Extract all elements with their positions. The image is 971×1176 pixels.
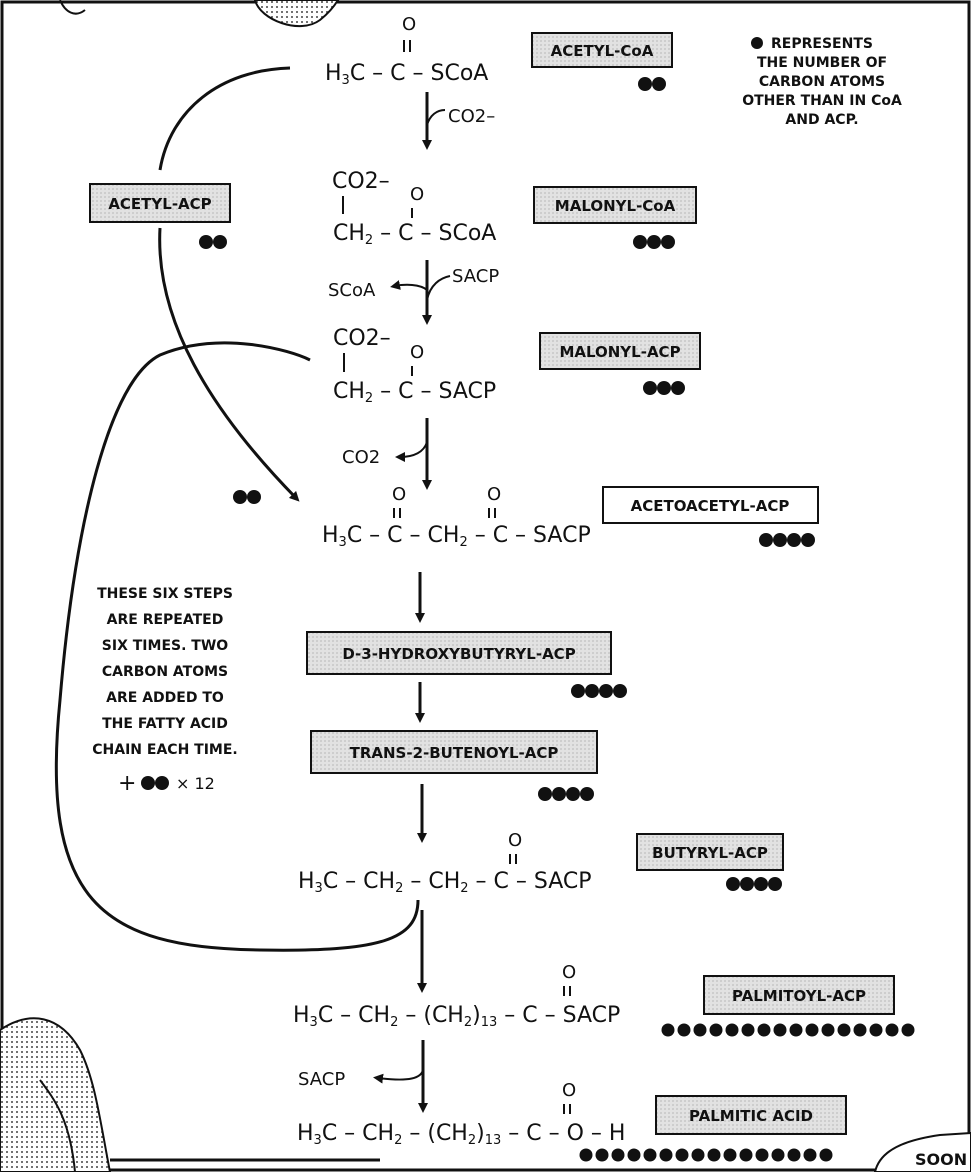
arrow-step-1: CO2–	[422, 92, 495, 150]
malonyl-coa-box	[533, 186, 697, 224]
svg-text:O: O	[392, 484, 406, 505]
repeat-line-7: CHAIN EACH TIME.	[92, 742, 237, 758]
malonyl-acp-top: CO2–	[333, 326, 391, 351]
palmitic-acid-label: PALMITIC ACID	[689, 1107, 813, 1125]
speech-text: SOON	[915, 1150, 967, 1169]
butenoyl-acp-box	[310, 730, 598, 774]
acetyl-coa-box	[531, 32, 673, 68]
svg-text:O: O	[402, 14, 416, 35]
scoa-byproduct: SCoA	[328, 280, 376, 301]
malonyl-coa-label: MALONYL-CoA	[555, 197, 676, 215]
arrow-step-2: SCoA SACP	[328, 260, 499, 325]
acetoacetyl-acp-box	[602, 486, 819, 524]
malonyl-acp-label: MALONYL-ACP	[559, 343, 680, 361]
acetyl-coa-to-acetyl-acp-curve	[158, 66, 291, 171]
repeat-line-3: SIX TIMES. TWO	[102, 638, 228, 654]
palmitic-acid-dots	[579, 1148, 833, 1162]
legend-line-3: CARBON ATOMS	[759, 74, 885, 90]
svg-text:CH2 – C – SACP: CH2 – C – SACP	[333, 379, 496, 406]
palmitic-acid-structure: O H3C – CH2 – (CH2)13 – C – O – H	[297, 1080, 625, 1148]
repeat-line-4: CARBON ATOMS	[102, 664, 228, 680]
incoming-dots	[233, 490, 261, 504]
svg-text:O: O	[508, 830, 522, 851]
malonyl-coa-dots	[633, 235, 675, 249]
acetyl-coa-structure: O H3C – C – SCoA	[325, 14, 488, 88]
top-edge-curve	[59, 0, 86, 15]
malonyl-coa-structure: CO2– O CH2 – C – SCoA	[332, 169, 496, 248]
butyryl-acp-label: BUTYRYL-ACP	[652, 844, 768, 862]
character-illustration	[0, 1017, 380, 1173]
acetyl-acp-to-acetoacetyl-curve	[158, 227, 300, 502]
svg-text:CH2 – C – SCoA: CH2 – C – SCoA	[333, 221, 496, 248]
sacp-reagent: SACP	[452, 266, 499, 287]
legend-line-2: THE NUMBER OF	[757, 55, 887, 71]
svg-text:O: O	[562, 1080, 576, 1101]
svg-text:O: O	[487, 484, 501, 505]
speech-bubble: SOON	[873, 1131, 971, 1173]
svg-text:O: O	[410, 184, 424, 205]
svg-text:O: O	[410, 342, 424, 363]
arrow-step-8: SACP	[298, 1040, 428, 1113]
acetyl-acp-box	[89, 183, 231, 223]
butyryl-acp-dots	[726, 877, 782, 891]
co2-byproduct: CO2	[342, 447, 380, 468]
repeat-line-5: ARE ADDED TO	[106, 690, 224, 706]
co2-minus-reagent: CO2–	[448, 106, 495, 127]
repeat-note: THESE SIX STEPS ARE REPEATED SIX TIMES. …	[92, 586, 237, 796]
legend-note: REPRESENTS THE NUMBER OF CARBON ATOMS OT…	[742, 36, 902, 128]
malonyl-acp-box	[539, 332, 701, 370]
hydroxybutyryl-acp-dots	[571, 684, 627, 698]
legend-line-5: AND ACP.	[785, 112, 858, 128]
palmitoyl-acp-dots	[661, 1023, 915, 1037]
repeat-plus: +	[118, 771, 136, 796]
repeat-multiplier: × 12	[176, 774, 215, 793]
palmitoyl-acp-label: PALMITOYL-ACP	[732, 987, 866, 1005]
butyryl-acp-box	[636, 833, 784, 871]
malonyl-acp-dots	[643, 381, 685, 395]
acetoacetyl-acp-dots	[759, 533, 815, 547]
repeat-line-1: THESE SIX STEPS	[97, 586, 233, 602]
svg-text:H3C – CH2 – (CH2)13 – C – O –: H3C – CH2 – (CH2)13 – C – O – H	[297, 1121, 625, 1148]
acetoacetyl-acp-structure: O O H3C – C – CH2 – C – SACP	[322, 484, 591, 550]
acetyl-acp-dots	[199, 235, 227, 249]
hair-decoration	[253, 0, 340, 28]
acetyl-acp-label: ACETYL-ACP	[108, 195, 211, 213]
legend-line-1: REPRESENTS	[771, 36, 873, 52]
arrow-step-3: CO2	[342, 418, 432, 490]
acetyl-coa-dots	[638, 77, 666, 91]
repeat-loop-curve	[54, 341, 420, 952]
sacp-byproduct: SACP	[298, 1069, 345, 1090]
svg-text:H3C – C – SCoA: H3C – C – SCoA	[325, 61, 488, 88]
palmitoyl-acp-box	[703, 975, 895, 1015]
svg-text:H3C – C – CH2 – C – SACP: H3C – C – CH2 – C – SACP	[322, 523, 591, 550]
legend-dot	[751, 37, 763, 49]
butyryl-acp-structure: O H3C – CH2 – CH2 – C – SACP	[298, 830, 592, 896]
hydroxybutyryl-acp-label: D-3-HYDROXYBUTYRYL-ACP	[342, 645, 575, 663]
acetoacetyl-acp-label: ACETOACETYL-ACP	[631, 497, 790, 515]
butenoyl-acp-dots	[538, 787, 594, 801]
repeat-line-2: ARE REPEATED	[107, 612, 224, 628]
svg-text:H3C – CH2 – (CH2)13 – C – SACP: H3C – CH2 – (CH2)13 – C – SACP	[293, 1003, 620, 1030]
svg-text:O: O	[562, 962, 576, 983]
svg-text:H3C – CH2 – CH2 – C – SACP: H3C – CH2 – CH2 – C – SACP	[298, 869, 592, 896]
butenoyl-acp-label: TRANS-2-BUTENOYL-ACP	[350, 744, 559, 762]
acetyl-coa-label: ACETYL-CoA	[551, 42, 654, 60]
malonyl-acp-structure: CO2– O CH2 – C – SACP	[333, 326, 496, 406]
hydroxybutyryl-acp-box	[306, 631, 612, 675]
palmitic-acid-box	[655, 1095, 847, 1135]
palmitoyl-acp-structure: O H3C – CH2 – (CH2)13 – C – SACP	[293, 962, 620, 1030]
malonyl-coa-top: CO2–	[332, 169, 390, 194]
legend-line-4: OTHER THAN IN CoA	[742, 93, 902, 109]
repeat-line-6: THE FATTY ACID	[102, 716, 228, 732]
